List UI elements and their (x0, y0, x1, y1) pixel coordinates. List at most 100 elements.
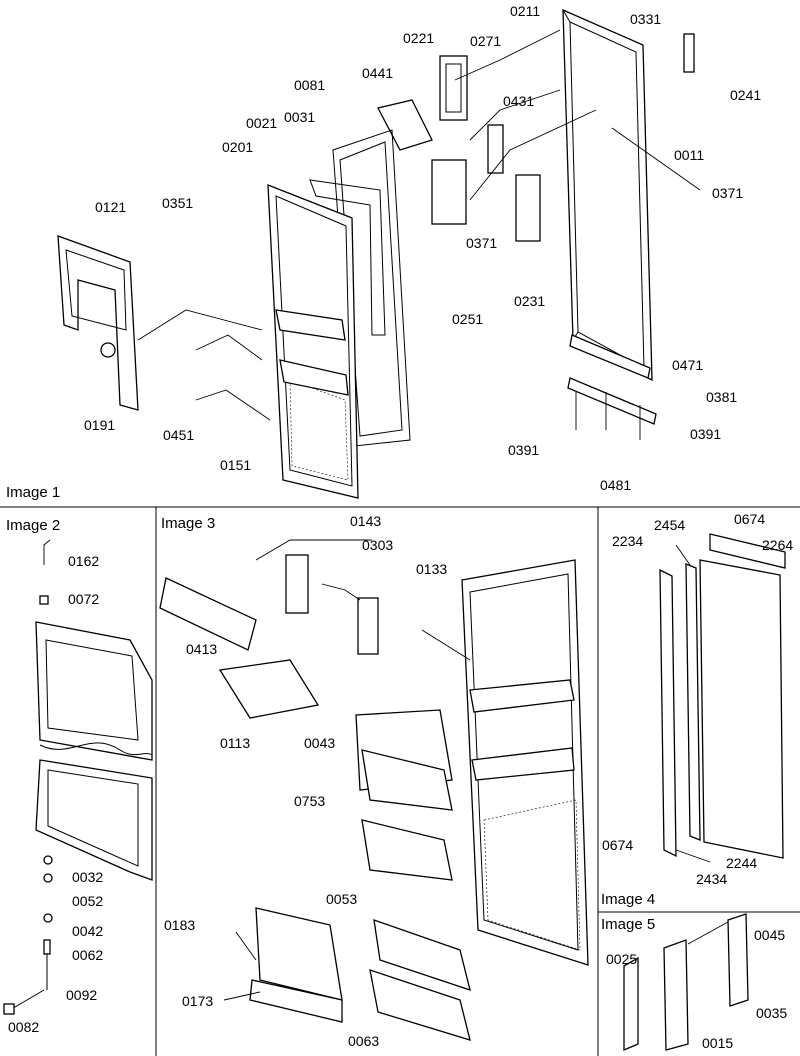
label-0143: 0143 (350, 513, 381, 529)
label-0413: 0413 (186, 641, 217, 657)
label-0062: 0062 (72, 947, 103, 963)
image-4-labels: 2454 0674 2234 2264 0674 2244 2434 (602, 511, 793, 887)
label-0053: 0053 (326, 891, 357, 907)
bracket-0271 (487, 124, 504, 174)
label-2244: 2244 (726, 855, 757, 871)
label-0042: 0042 (72, 923, 103, 939)
door-frame-lower (35, 759, 153, 881)
label-0451: 0451 (163, 427, 194, 443)
label-0674-b: 0674 (602, 837, 633, 853)
label-0133: 0133 (416, 561, 447, 577)
label-0371-a: 0371 (712, 185, 743, 201)
image-3-drawing (159, 539, 589, 1041)
label-0162: 0162 (68, 553, 99, 569)
label-0251: 0251 (452, 311, 483, 327)
label-0072: 0072 (68, 591, 99, 607)
label-0221: 0221 (403, 30, 434, 46)
label-0113: 0113 (220, 735, 250, 751)
shelf-lower (279, 359, 349, 396)
door-shelf-a (469, 679, 575, 713)
label-2264: 2264 (762, 537, 793, 553)
label-0025: 0025 (606, 951, 637, 967)
label-0082: 0082 (8, 1019, 39, 1035)
image-1-labels: 0211 0331 0221 0271 0441 0081 0431 0241 … (84, 3, 761, 493)
cap-0674 (709, 533, 786, 569)
label-0011: 0011 (674, 147, 704, 163)
label-0052: 0052 (72, 893, 103, 909)
knob-0191 (100, 342, 116, 358)
valve-0441 (377, 99, 433, 151)
shelf-upper (275, 309, 346, 341)
image-4-drawing (659, 533, 786, 863)
tray-0113 (218, 659, 320, 719)
label-0183: 0183 (164, 917, 195, 933)
label-0351: 0351 (162, 195, 193, 211)
label-0092: 0092 (66, 987, 97, 1003)
door-frame-outer (562, 8, 653, 382)
cartridge-0221 (439, 55, 468, 121)
label-0032: 0032 (72, 869, 103, 885)
cap-0072 (39, 595, 49, 605)
bin-0063-b (369, 969, 471, 1041)
inner-door-0151 (267, 184, 359, 499)
bin-0063-a (373, 919, 471, 991)
liner-0031 (309, 179, 386, 336)
label-0063: 0063 (348, 1033, 379, 1049)
label-0201: 0201 (222, 139, 253, 155)
gasket-2234 (659, 568, 677, 858)
panel-title-image-5: Image 5 (601, 916, 655, 933)
label-0081: 0081 (294, 77, 325, 93)
part-0032 (43, 855, 53, 865)
door-shelf-b (471, 747, 575, 781)
label-0231: 0231 (514, 293, 545, 309)
label-0391-a: 0391 (508, 442, 539, 458)
label-0471: 0471 (672, 357, 703, 373)
image-1-drawing (57, 8, 701, 499)
bin-0053 (361, 819, 453, 881)
label-0015: 0015 (702, 1035, 733, 1051)
bracket-0381 (567, 377, 657, 425)
housing-0121 (57, 235, 139, 411)
label-0121: 0121 (95, 199, 126, 215)
label-0045: 0045 (754, 927, 785, 943)
image-3-labels: 0143 0303 0133 0413 0113 0043 0753 0053 … (164, 513, 447, 1049)
part-0045 (727, 913, 749, 1007)
label-0303: 0303 (362, 537, 393, 553)
trim-0413 (159, 577, 257, 651)
label-0191: 0191 (84, 417, 115, 433)
panel-title-image-1: Image 1 (6, 484, 60, 501)
bracket-0143 (285, 554, 309, 614)
part-0025 (623, 956, 639, 1051)
label-0331: 0331 (630, 11, 661, 27)
bracket-0133 (357, 597, 379, 655)
bin-0753 (361, 749, 453, 811)
label-0674-a: 0674 (734, 511, 765, 527)
panel-borders (0, 506, 800, 1056)
label-0391-b: 0391 (690, 426, 721, 442)
image-5-labels: 0045 0025 0035 0015 (606, 927, 787, 1051)
panel-title-image-4: Image 4 (601, 891, 655, 908)
module-0251 (431, 159, 467, 225)
label-0031: 0031 (284, 109, 315, 125)
image-2-labels: 0162 0072 0032 0052 0042 0062 0092 0082 (8, 553, 103, 1035)
label-0381: 0381 (706, 389, 737, 405)
label-0043: 0043 (304, 735, 335, 751)
hinge-top (683, 33, 695, 73)
image-2-drawing (3, 539, 153, 1015)
panel-2264 (699, 559, 784, 859)
label-2434: 2434 (696, 871, 727, 887)
module-0231 (515, 174, 541, 242)
strip-2454 (685, 563, 701, 841)
label-0021: 0021 (246, 115, 277, 131)
label-2234: 2234 (612, 533, 643, 549)
label-2454: 2454 (654, 517, 685, 533)
label-0173: 0173 (182, 993, 213, 1009)
part-0042 (43, 913, 53, 923)
label-0481: 0481 (600, 477, 631, 493)
label-0371-b: 0371 (466, 235, 497, 251)
part-0052 (43, 873, 53, 883)
label-0241: 0241 (730, 87, 761, 103)
part-0015 (663, 939, 689, 1051)
label-0441: 0441 (362, 65, 393, 81)
